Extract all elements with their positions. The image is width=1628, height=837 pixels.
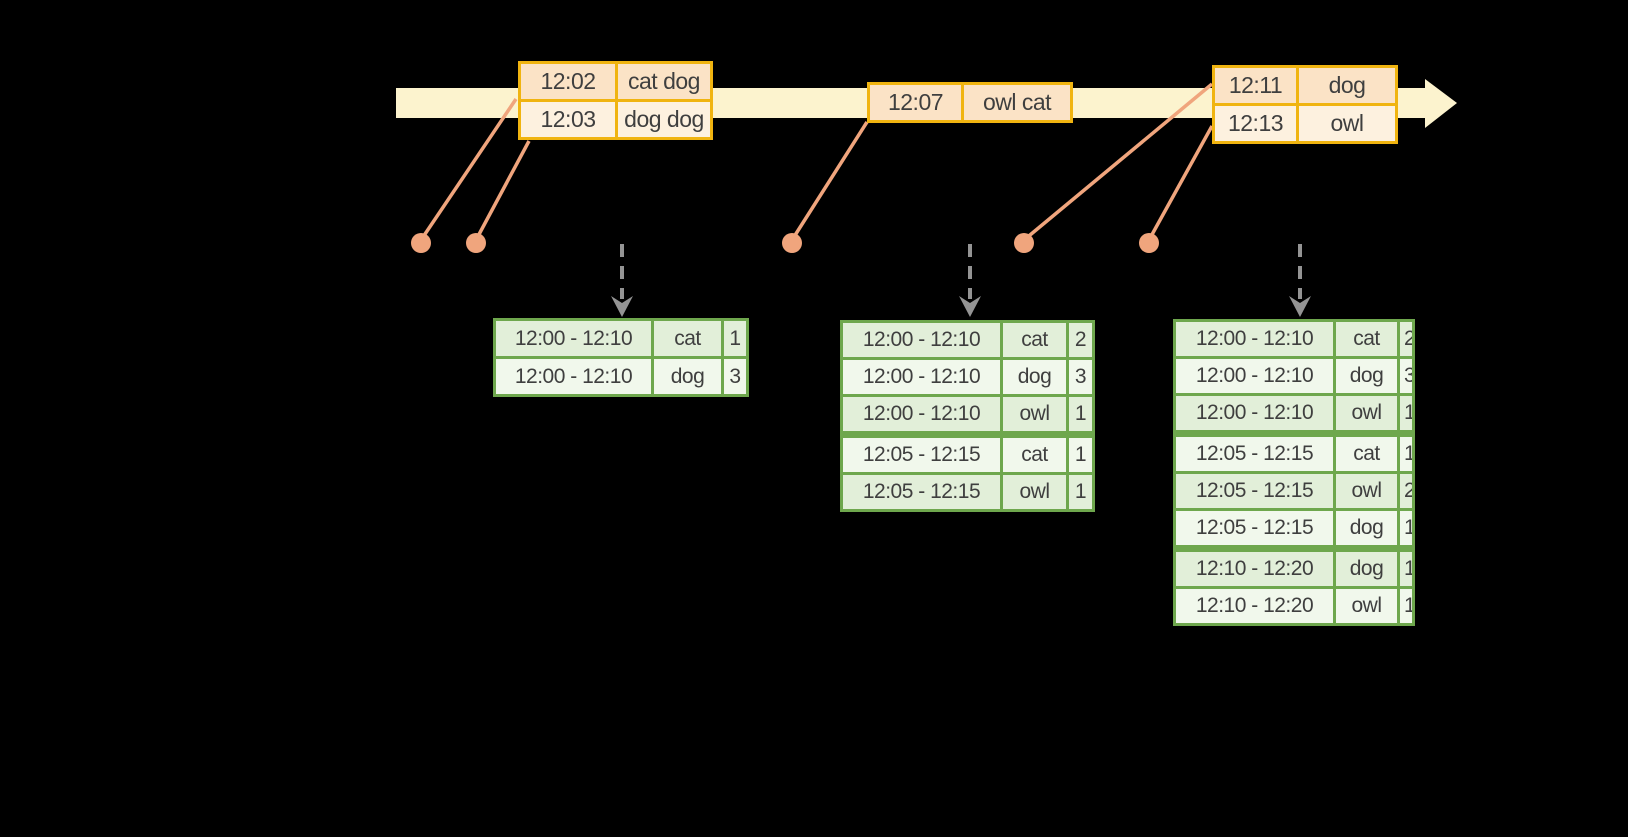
time-cell: 12:11 [1212, 65, 1299, 106]
window-cell: 12:00 - 12:10 [1173, 356, 1336, 396]
count-cell: 3 [1066, 357, 1095, 397]
word-cell: owl [1333, 586, 1400, 626]
count-cell: 1 [1066, 394, 1095, 436]
count-cell: 1 [1397, 508, 1415, 550]
words-cell: cat dog [615, 61, 713, 102]
event-dot [1014, 233, 1034, 253]
window-cell: 12:00 - 12:10 [493, 318, 654, 359]
words-cell: owl [1296, 103, 1398, 144]
words-cell: dog [1296, 65, 1398, 106]
trigger-arrowhead-icon [611, 296, 633, 317]
count-cell: 3 [1397, 356, 1415, 396]
event-dot [1139, 233, 1159, 253]
word-cell: owl [1333, 393, 1400, 435]
count-cell: 1 [1397, 430, 1415, 474]
window-cell: 12:05 - 12:15 [1173, 471, 1336, 511]
word-cell: owl [1333, 471, 1400, 511]
event-dot [411, 233, 431, 253]
window-cell: 12:05 - 12:15 [840, 472, 1003, 512]
word-cell: cat [1333, 319, 1400, 359]
word-cell: cat [1333, 430, 1400, 474]
time-cell: 12:03 [518, 99, 618, 140]
count-cell: 3 [721, 356, 749, 397]
window-cell: 12:10 - 12:20 [1173, 545, 1336, 589]
words-cell: dog dog [615, 99, 713, 140]
table-row: 12:05 - 12:15owl2 [1173, 471, 1415, 511]
count-cell: 1 [721, 318, 749, 359]
connector-line [1147, 125, 1214, 241]
connector-line [419, 98, 518, 241]
word-cell: dog [1333, 508, 1400, 550]
count-cell: 2 [1397, 319, 1415, 359]
window-cell: 12:00 - 12:10 [493, 356, 654, 397]
words-cell: owl cat [961, 82, 1073, 123]
word-cell: owl [1000, 472, 1069, 512]
window-cell: 12:05 - 12:15 [1173, 430, 1336, 474]
connector-line [474, 140, 531, 241]
trigger-arrowhead-icon [959, 296, 981, 317]
word-cell: dog [1000, 357, 1069, 397]
word-cell: dog [1333, 356, 1400, 396]
word-cell: owl [1000, 394, 1069, 436]
count-cell: 1 [1066, 472, 1095, 512]
word-cell: cat [651, 318, 724, 359]
count-cell: 2 [1066, 320, 1095, 360]
connector-line [790, 121, 869, 241]
count-cell: 2 [1397, 471, 1415, 511]
count-cell: 1 [1066, 431, 1095, 475]
connector-line [1022, 82, 1214, 242]
time-cell: 12:13 [1212, 103, 1299, 144]
window-cell: 12:10 - 12:20 [1173, 586, 1336, 626]
word-cell: cat [1000, 431, 1069, 475]
window-cell: 12:05 - 12:15 [840, 431, 1003, 475]
word-cell: dog [651, 356, 724, 397]
word-cell: cat [1000, 320, 1069, 360]
word-cell: dog [1333, 545, 1400, 589]
window-cell: 12:00 - 12:10 [1173, 319, 1336, 359]
count-cell: 1 [1397, 545, 1415, 589]
window-cell: 12:00 - 12:10 [840, 357, 1003, 397]
window-cell: 12:05 - 12:15 [1173, 508, 1336, 550]
window-cell: 12:00 - 12:10 [840, 394, 1003, 436]
count-cell: 1 [1397, 393, 1415, 435]
window-cell: 12:00 - 12:10 [1173, 393, 1336, 435]
table-row: 12:10 - 12:20owl1 [1173, 586, 1415, 626]
window-cell: 12:00 - 12:10 [840, 320, 1003, 360]
trigger-arrowhead-icon [1289, 296, 1311, 317]
time-cell: 12:02 [518, 61, 618, 102]
count-cell: 1 [1397, 586, 1415, 626]
time-cell: 12:07 [867, 82, 964, 123]
event-dot [782, 233, 802, 253]
event-dot [466, 233, 486, 253]
timeline-arrowhead-icon [1425, 79, 1457, 128]
